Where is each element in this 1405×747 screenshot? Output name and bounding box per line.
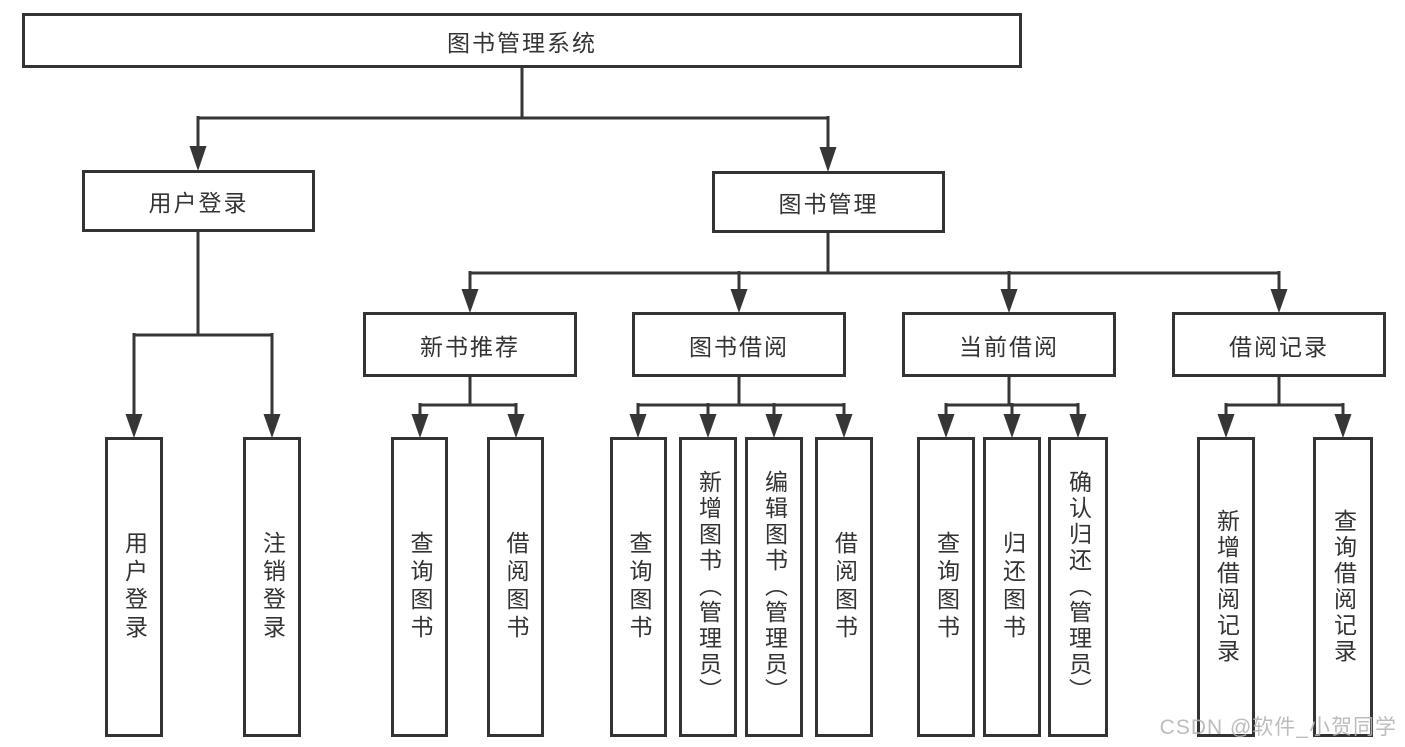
node-book-management: 图书管理	[712, 171, 945, 233]
node-book-borrowing: 图书借阅	[632, 312, 846, 377]
connector-userlogin-to-leaves	[132, 232, 274, 416]
leaf-query-books-newbook: 查询图书	[391, 437, 448, 737]
watermark: CSDN @软件_小贺同学	[1159, 716, 1397, 739]
leaf-query-borrow-record: 查询借阅记录	[1313, 437, 1373, 737]
leaf-return-book: 归还图书	[983, 437, 1041, 737]
connector-root-to-level2	[196, 68, 830, 150]
leaf-borrow-books-newbook: 借阅图书	[487, 437, 544, 737]
leaf-add-book-admin: 新增图书（管理员）	[679, 437, 737, 737]
connector-bookmgmt-to-level3	[468, 233, 1281, 292]
connector-newbook-to-leaves	[418, 377, 518, 416]
arrowheads	[125, 146, 1352, 438]
leaf-add-borrow-record: 新增借阅记录	[1197, 437, 1255, 737]
connector-records-to-leaves	[1224, 377, 1345, 416]
leaf-query-books-borrowing: 查询图书	[610, 437, 667, 737]
node-user-login: 用户登录	[82, 170, 315, 232]
leaf-user-login: 用户登录	[105, 437, 163, 737]
node-current-borrowing: 当前借阅	[902, 312, 1116, 377]
leaf-borrow-books-borrowing: 借阅图书	[815, 437, 873, 737]
node-new-book-recommendation: 新书推荐	[363, 312, 577, 377]
connector-current-to-leaves	[944, 377, 1080, 416]
leaf-logout: 注销登录	[243, 437, 301, 737]
node-library-management-system: 图书管理系统	[22, 13, 1022, 68]
leaf-confirm-return-admin: 确认归还（管理员）	[1048, 437, 1108, 737]
node-borrowing-records: 借阅记录	[1172, 312, 1386, 377]
leaf-edit-book-admin: 编辑图书（管理员）	[745, 437, 803, 737]
leaf-query-books-current: 查询图书	[917, 437, 975, 737]
connector-borrowing-to-leaves	[636, 377, 846, 416]
